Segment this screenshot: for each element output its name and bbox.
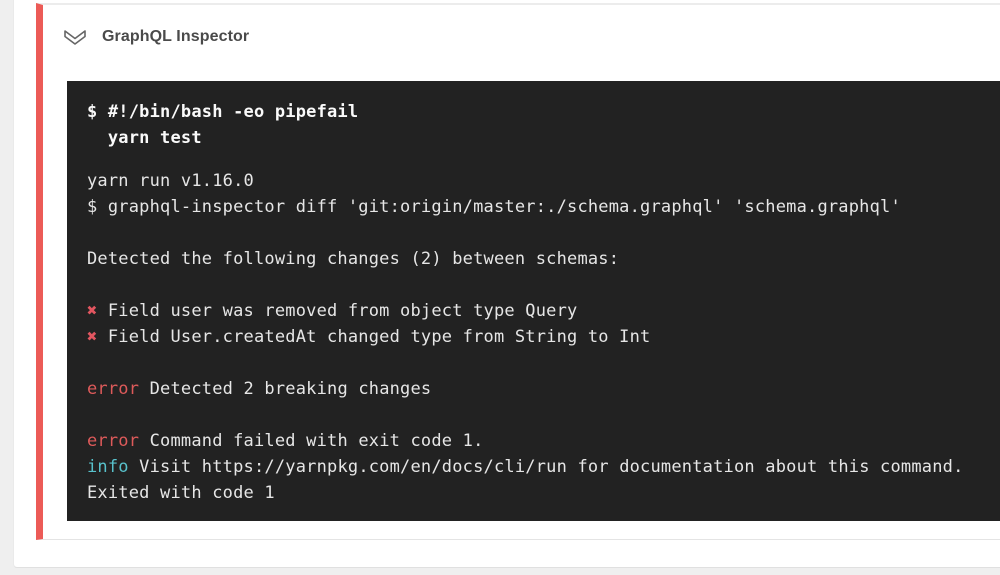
terminal-blank-line — [87, 220, 1000, 246]
terminal-segment: Command failed with exit code 1. — [139, 431, 484, 451]
step-header-toggle[interactable]: GraphQL Inspector — [43, 5, 1000, 69]
terminal-segment: Field User.createdAt changed type from S… — [97, 327, 651, 347]
terminal-blank-line — [87, 350, 1000, 376]
terminal-blank-line — [87, 151, 1000, 168]
terminal-segment: ✖ — [87, 327, 98, 347]
terminal-line: Exited with code 1 — [87, 480, 1000, 506]
build-output-panel: GraphQL Inspector $ #!/bin/bash -eo pipe… — [13, 0, 1000, 568]
terminal-line: Detected the following changes (2) betwe… — [87, 246, 1000, 272]
terminal-segment: $ graphql-inspector diff 'git:origin/mas… — [87, 197, 901, 217]
terminal-blank-line — [87, 272, 1000, 298]
terminal-segment: Detected the following changes (2) betwe… — [87, 249, 620, 269]
terminal-segment: yarn test — [87, 128, 202, 148]
terminal-line: info Visit https://yarnpkg.com/en/docs/c… — [87, 454, 1000, 480]
terminal-line: yarn run v1.16.0 — [87, 168, 1000, 194]
terminal-segment: $ #!/bin/bash -eo pipefail — [87, 102, 359, 122]
terminal-line: error Command failed with exit code 1. — [87, 428, 1000, 454]
terminal-segment: ✖ — [87, 301, 98, 321]
terminal-segment: error — [87, 379, 140, 399]
terminal-line: ✖ Field User.createdAt changed type from… — [87, 324, 1000, 350]
terminal-line: $ graphql-inspector diff 'git:origin/mas… — [87, 194, 1000, 220]
terminal-segment: Visit https://yarnpkg.com/en/docs/cli/ru… — [128, 457, 964, 477]
terminal-line: $ #!/bin/bash -eo pipefail — [87, 99, 1000, 125]
terminal-segment: Exited with code 1 — [87, 483, 275, 503]
step-title: GraphQL Inspector — [102, 28, 250, 45]
terminal-segment: error — [87, 431, 140, 451]
terminal-segment: info — [87, 457, 129, 477]
terminal-segment: Field user was removed from object type … — [97, 301, 578, 321]
terminal-line: ✖ Field user was removed from object typ… — [87, 298, 1000, 324]
terminal-line: error Detected 2 breaking changes — [87, 376, 1000, 402]
chevron-double-down-icon — [64, 29, 86, 45]
terminal-line: yarn test — [87, 125, 1000, 151]
failed-step-card: GraphQL Inspector $ #!/bin/bash -eo pipe… — [36, 3, 1000, 540]
terminal-segment: yarn run v1.16.0 — [87, 171, 254, 191]
terminal-output: $ #!/bin/bash -eo pipefail yarn test yarn… — [67, 81, 1000, 521]
terminal-segment: Detected 2 breaking changes — [139, 379, 432, 399]
terminal-blank-line — [87, 402, 1000, 428]
